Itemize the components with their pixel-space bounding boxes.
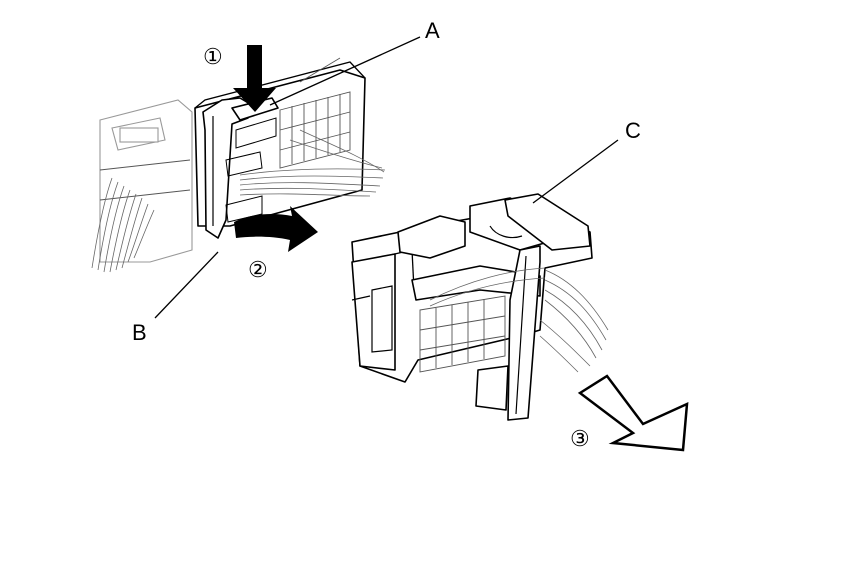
left-terminal-cavities [279, 91, 351, 169]
step-3-marker: ③ [570, 427, 590, 452]
pull-out-arrow [577, 374, 689, 452]
fixed-connector-housing [91, 99, 193, 273]
leader-line-a [269, 36, 421, 106]
left-connector-assembly [194, 57, 386, 239]
label-a: A [425, 18, 440, 43]
lever-rotate-arrow [234, 206, 318, 252]
press-down-arrow [233, 45, 276, 112]
left-connector-wires [239, 129, 386, 197]
label-b: B [132, 320, 147, 345]
step-1-marker: ① [203, 45, 223, 70]
right-terminal-cavities [419, 295, 506, 373]
leader-line-b [154, 251, 219, 319]
locking-slider-c[interactable] [504, 193, 591, 251]
lever-plate[interactable] [507, 245, 541, 421]
leader-line-c [532, 139, 619, 204]
label-c: C [625, 118, 641, 143]
fixed-connector-wires [91, 177, 155, 273]
step-2-marker: ② [248, 258, 268, 283]
right-connector-assembly [351, 193, 609, 421]
right-connector-wires [429, 267, 609, 373]
